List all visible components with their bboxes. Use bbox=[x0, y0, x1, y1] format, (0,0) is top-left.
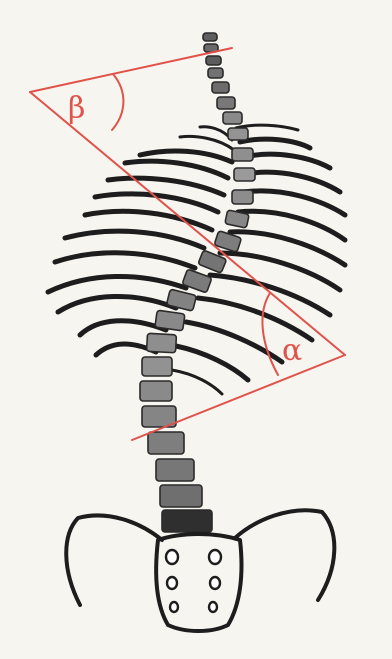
sacral-foramen bbox=[209, 550, 221, 564]
vertebra bbox=[142, 357, 172, 376]
vertebra bbox=[155, 310, 185, 331]
sacral-foramen bbox=[167, 577, 177, 589]
vertebra bbox=[147, 333, 177, 352]
vertebra bbox=[223, 112, 242, 124]
sacral-foramen bbox=[209, 602, 217, 612]
sacral-foramen bbox=[170, 602, 178, 612]
vertebra bbox=[140, 381, 172, 401]
vertebra bbox=[162, 510, 212, 532]
vertebra bbox=[206, 56, 221, 65]
vertebra bbox=[217, 97, 235, 109]
vertebra bbox=[234, 168, 255, 181]
beta-label: β bbox=[68, 91, 85, 126]
vertebra bbox=[232, 148, 253, 161]
vertebra bbox=[148, 432, 184, 454]
vertebra bbox=[228, 128, 248, 140]
alpha-label: α bbox=[282, 333, 302, 368]
vertebra bbox=[232, 190, 253, 204]
vertebra bbox=[156, 459, 194, 481]
vertebra bbox=[203, 33, 217, 41]
vertebra bbox=[160, 485, 202, 507]
vertebra bbox=[208, 68, 223, 78]
sacral-foramen bbox=[210, 577, 220, 589]
vertebra bbox=[212, 82, 229, 93]
sacral-foramen bbox=[166, 550, 178, 564]
